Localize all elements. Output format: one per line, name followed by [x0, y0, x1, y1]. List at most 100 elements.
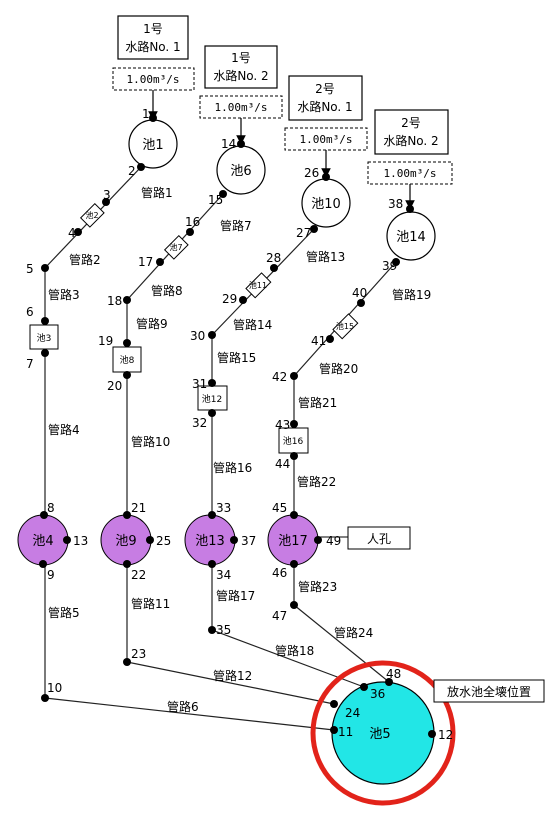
pond-16: 池16 [278, 427, 309, 454]
collapse-legend: 放水池全壊位置 [433, 679, 545, 703]
pond-6: 池6 [216, 145, 266, 195]
node-35: 35 [216, 623, 231, 637]
channel-4-line1: 2号 [401, 116, 421, 130]
node-19: 19 [98, 334, 113, 348]
pipe-label-22: 管路22 [297, 474, 336, 489]
node-33: 33 [216, 501, 231, 515]
pipe-label-3: 管路3 [48, 287, 80, 302]
pond-10: 池10 [301, 178, 351, 228]
pipe-10-11 [44, 697, 335, 731]
node-20: 20 [107, 379, 122, 393]
channel-4-flow: 1.00m³/s [384, 167, 437, 180]
collapse-highlight-ring [310, 660, 456, 806]
pond-3: 池3 [29, 324, 59, 350]
pipe-label-23: 管路23 [298, 579, 337, 594]
manhole-legend: 人孔 [347, 526, 411, 550]
node-8: 8 [47, 501, 55, 515]
channel-2-no2: 2号 水路No. 2 1.00m³/s [367, 109, 453, 210]
node-numbers: 1 2 3 4 5 6 7 8 9 10 11 12 13 14 15 16 1… [26, 107, 453, 742]
node-44: 44 [275, 457, 290, 471]
pipe-label-20: 管路20 [319, 361, 358, 376]
node-23: 23 [131, 647, 146, 661]
node-30: 30 [190, 329, 205, 343]
node-3: 3 [103, 188, 111, 202]
channel-1-no2: 1号 水路No. 2 1.00m³/s [199, 45, 283, 145]
node-9: 9 [47, 568, 55, 582]
pond-17-label: 池17 [278, 534, 308, 549]
node-29: 29 [222, 292, 237, 306]
node-37: 37 [241, 534, 256, 548]
pond-2-label: 池2 [85, 210, 98, 220]
pond-11-label: 池11 [249, 280, 267, 290]
pond-15-label: 池15 [336, 321, 354, 331]
node-38: 38 [388, 197, 403, 211]
node-6: 6 [26, 305, 34, 319]
node-15: 15 [208, 193, 223, 207]
pipe-47-48 [293, 604, 390, 683]
pond-11: 池11 [245, 272, 272, 299]
node-26: 26 [304, 166, 319, 180]
node-21: 21 [131, 501, 146, 515]
pipe-label-15: 管路15 [217, 350, 256, 365]
node-45: 45 [272, 501, 287, 515]
pipe-label-11: 管路11 [131, 596, 170, 611]
pond-13-label: 池13 [195, 534, 225, 549]
node-22: 22 [131, 568, 146, 582]
pond-4-label: 池4 [32, 534, 53, 549]
pipe-label-18: 管路18 [275, 643, 314, 658]
node-34: 34 [216, 568, 231, 582]
pipe-label-8: 管路8 [151, 283, 183, 298]
pipe-label-24: 管路24 [334, 625, 373, 640]
channel-1-flow: 1.00m³/s [127, 73, 180, 86]
pipe-label-14: 管路14 [233, 317, 272, 332]
pipe-labels: 管路1 管路2 管路3 管路4 管路5 管路6 管路7 管路8 管路9 管路10… [48, 185, 431, 714]
node-17: 17 [138, 255, 153, 269]
node-25: 25 [156, 534, 171, 548]
node-11: 11 [338, 725, 353, 739]
channel-3-line2: 水路No. 1 [297, 99, 352, 114]
pipe-label-10: 管路10 [131, 434, 170, 449]
node-4: 4 [68, 226, 76, 240]
manhole-13: 池13 [184, 514, 236, 566]
channel-1-no1: 1号 水路No. 1 1.00m³/s [112, 15, 195, 121]
node-28: 28 [266, 251, 281, 265]
pipe-label-19: 管路19 [392, 287, 431, 302]
pond-10-label: 池10 [311, 197, 341, 212]
node-5: 5 [26, 262, 34, 276]
pipe-label-21: 管路21 [298, 395, 337, 410]
node-14: 14 [221, 137, 236, 151]
pond-14: 池14 [386, 211, 436, 261]
pond-2: 池2 [79, 202, 105, 228]
pond-3-label: 池3 [37, 332, 52, 344]
pipe-label-2: 管路2 [69, 252, 101, 267]
manhole-17: 池17 [267, 514, 319, 566]
channel-1-line2: 水路No. 1 [125, 39, 180, 54]
pond-7-label: 池7 [169, 242, 182, 252]
node-24: 24 [345, 706, 360, 720]
pipe-label-13: 管路13 [306, 249, 345, 264]
collapse-legend-label: 放水池全壊位置 [447, 684, 531, 699]
pipe-label-16: 管路16 [213, 460, 252, 475]
pond-15: 池15 [332, 313, 359, 340]
node-41: 41 [311, 334, 326, 348]
node-10: 10 [47, 681, 62, 695]
pond-8: 池8 [112, 346, 142, 373]
node-49: 49 [326, 534, 341, 548]
pipe-label-9: 管路9 [136, 316, 168, 331]
node-36: 36 [370, 687, 385, 701]
channel-2-flow: 1.00m³/s [215, 101, 268, 114]
node-47: 47 [272, 609, 287, 623]
node-43: 43 [275, 418, 290, 432]
pond-8-label: 池8 [120, 354, 135, 366]
pipe-label-6: 管路6 [167, 699, 199, 714]
channel-1-line1: 1号 [143, 22, 163, 36]
channel-2-line1: 1号 [231, 51, 251, 65]
pond-6-label: 池6 [230, 164, 251, 179]
node-31: 31 [192, 377, 207, 391]
node-27: 27 [296, 226, 311, 240]
node-16: 16 [185, 215, 200, 229]
pond-7: 池7 [163, 234, 189, 260]
pond-1: 池1 [128, 119, 178, 169]
node-dots [39, 114, 436, 738]
